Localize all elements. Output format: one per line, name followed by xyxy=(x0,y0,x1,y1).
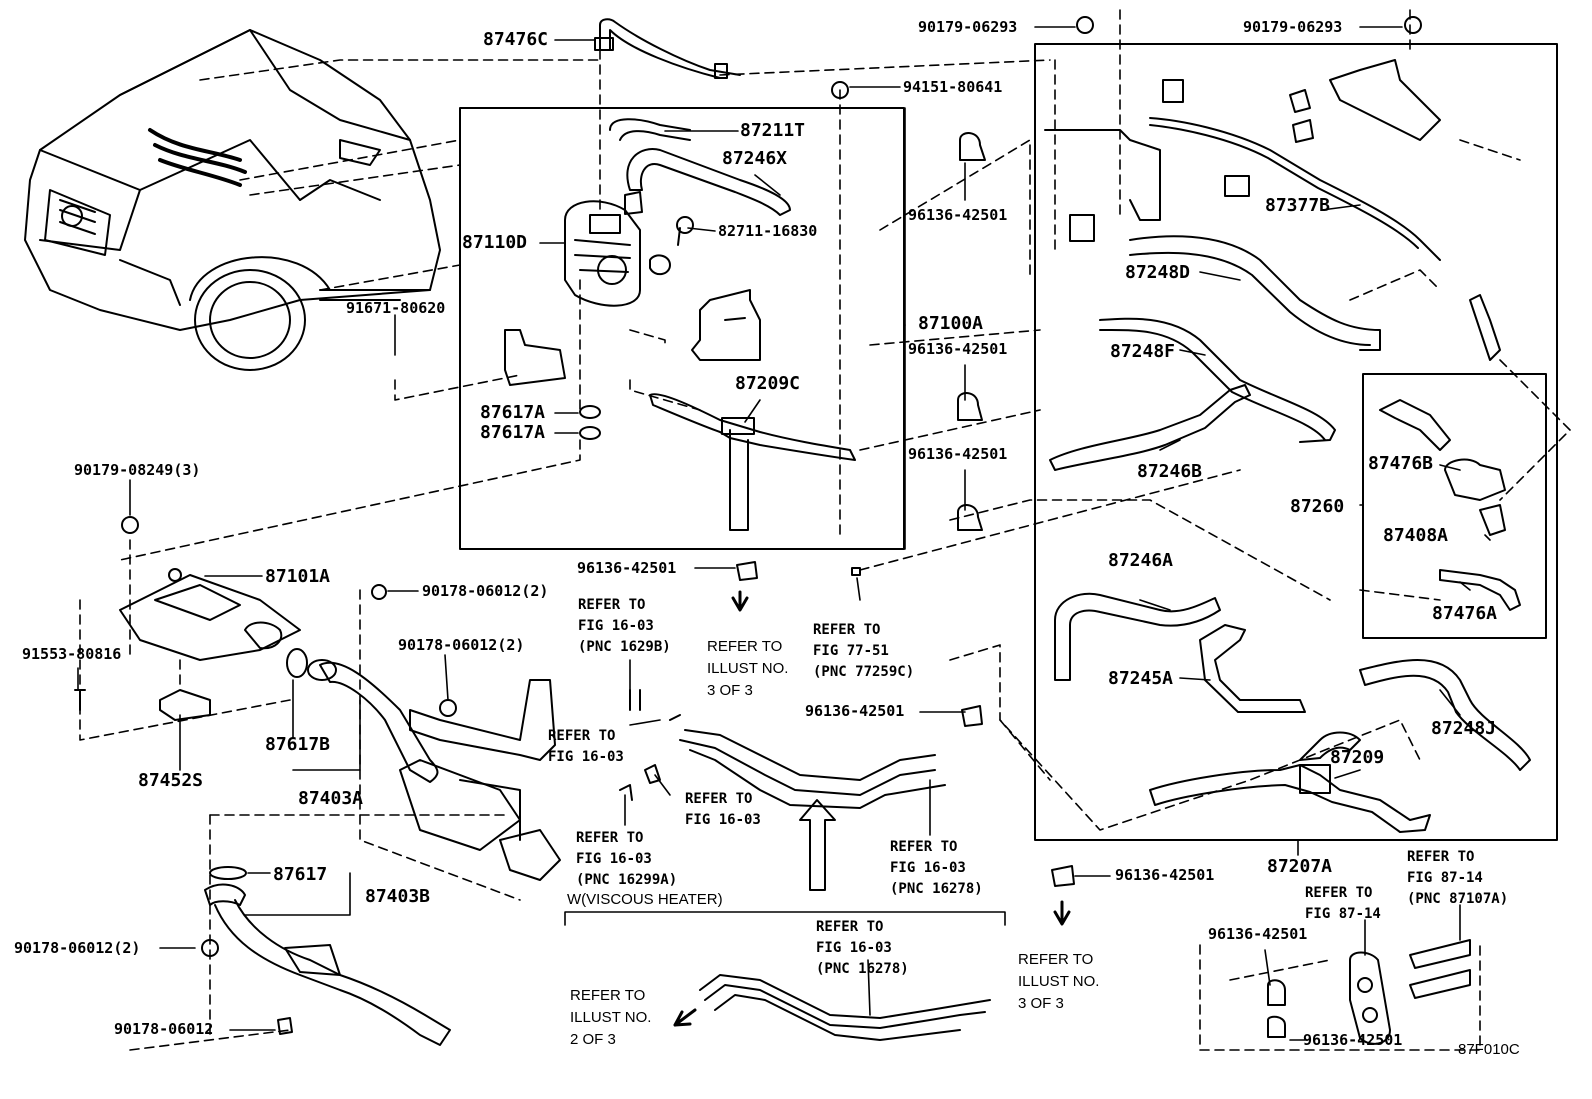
part-label-96136-42501-d: 96136-42501 xyxy=(577,559,677,577)
part-label-87211t: 87211T xyxy=(740,120,806,141)
part-label-90178-06012-a: 90178-06012(2) xyxy=(422,582,549,600)
part-label-87245a: 87245A xyxy=(1108,668,1174,689)
down-arrow-b xyxy=(1053,900,1071,926)
part-label-87617a-1: 87617A xyxy=(480,402,546,423)
viscous-heater-bracket xyxy=(564,911,1006,926)
part-label-87110d: 87110D xyxy=(462,232,528,253)
part-label-96136-42501-a: 96136-42501 xyxy=(908,206,1008,224)
part-label-87377b: 87377B xyxy=(1265,195,1331,216)
part-label-87209: 87209 xyxy=(1330,747,1385,768)
sub-assembly-parts xyxy=(1379,399,1521,611)
part-label-90178-06012: 90178-06012 xyxy=(114,1020,214,1038)
part-label-87403b: 87403B xyxy=(365,886,431,907)
part-label-87260: 87260 xyxy=(1290,496,1345,517)
part-label-96136-42501-f: 96136-42501 xyxy=(1115,866,1215,884)
part-label-94151-80641: 94151-80641 xyxy=(903,78,1003,96)
part-label-90179-08249: 90179-08249(3) xyxy=(74,461,201,479)
part-label-96136-42501-g: 96136-42501 xyxy=(1208,925,1308,943)
hose-assembly-box xyxy=(1034,43,1558,841)
ref-fig-16-03-16299a: REFER TO FIG 16-03 (PNC 16299A) xyxy=(576,830,678,888)
part-label-82711-16830: 82711-16830 xyxy=(718,222,818,240)
ref-fig-16-03-16278-b: REFER TO FIG 16-03 (PNC 16278) xyxy=(816,919,909,977)
part-label-87452s: 87452S xyxy=(138,770,204,791)
ref-fig-87-14-a: REFER TO FIG 87-14 xyxy=(1305,885,1381,922)
sub-assembly-box xyxy=(1362,373,1547,639)
part-label-87101a: 87101A xyxy=(265,566,331,587)
part-label-90178-06012-c: 90178-06012(2) xyxy=(14,939,141,957)
ref-illust-2-of-3: REFER TO ILLUST NO. 2 OF 3 xyxy=(570,987,652,1048)
part-label-87248f: 87248F xyxy=(1110,341,1176,362)
ref-illust-3-of-3-a: REFER TO ILLUST NO. 3 OF 3 xyxy=(707,638,789,699)
part-label-90179-06293-b: 90179-06293 xyxy=(1243,18,1343,36)
part-label-87408a: 87408A xyxy=(1383,525,1449,546)
ref-fig-77-51: REFER TO FIG 77-51 (PNC 77259C) xyxy=(813,622,915,680)
part-label-87248d: 87248D xyxy=(1125,262,1191,283)
part-label-90178-06012-b: 90178-06012(2) xyxy=(398,636,525,654)
diagram-code: 87F010C xyxy=(1458,1041,1520,1058)
part-label-91671-80620: 91671-80620 xyxy=(346,299,446,317)
ref-fig-16-03-b: REFER TO FIG 16-03 xyxy=(685,791,761,828)
part-label-87476c: 87476C xyxy=(483,29,549,50)
vehicle-illustration xyxy=(24,29,441,371)
part-label-96136-42501-e: 96136-42501 xyxy=(805,702,905,720)
part-label-87617b: 87617B xyxy=(265,734,331,755)
part-label-87476a: 87476A xyxy=(1432,603,1498,624)
bracket-middle xyxy=(409,679,556,761)
ref-illust-3-of-3-b: REFER TO ILLUST NO. 3 OF 3 xyxy=(1018,951,1100,1012)
down-arrow-a xyxy=(731,590,749,612)
part-label-96136-42501-c: 96136-42501 xyxy=(908,445,1008,463)
grommet-parts xyxy=(1349,939,1471,1045)
mount-bracket-87101a xyxy=(74,516,301,721)
part-label-87246b: 87246B xyxy=(1137,461,1203,482)
pipe-87403a xyxy=(286,584,561,881)
clamps xyxy=(736,16,1422,1038)
part-label-87246a: 87246A xyxy=(1108,550,1174,571)
ref-fig-16-03-1629b: REFER TO FIG 16-03 (PNC 1629B) xyxy=(578,597,671,655)
leader-lines xyxy=(79,9,1571,1051)
hoses-right xyxy=(1044,59,1531,833)
viscous-heater-label: W(VISCOUS HEATER) xyxy=(567,891,723,908)
part-label-87403a: 87403A xyxy=(298,788,364,809)
part-label-87209c: 87209C xyxy=(735,373,801,394)
part-label-87248j: 87248J xyxy=(1431,718,1497,739)
part-label-87476b: 87476B xyxy=(1368,453,1434,474)
part-label-87617: 87617 xyxy=(273,864,328,885)
label-leaders xyxy=(77,26,1491,1041)
viscous-heater-pipes xyxy=(699,974,991,1041)
part-label-87100a: 87100A xyxy=(918,313,984,334)
down-arrow-c xyxy=(673,1008,697,1027)
pipe-87403b xyxy=(201,866,451,1046)
part-label-87617a-2: 87617A xyxy=(480,422,546,443)
part-label-87207a: 87207A xyxy=(1267,856,1333,877)
part-label-91553-80816: 91553-80816 xyxy=(22,645,122,663)
part-label-90179-06293-a: 90179-06293 xyxy=(918,18,1018,36)
part-label-96136-42501-b: 96136-42501 xyxy=(908,340,1008,358)
heater-assembly-box xyxy=(459,107,905,550)
ref-fig-16-03-a: REFER TO FIG 16-03 xyxy=(548,728,624,765)
ref-fig-16-03-16278-a: REFER TO FIG 16-03 (PNC 16278) xyxy=(890,839,983,897)
water-pipes xyxy=(619,689,946,891)
part-label-87246x: 87246X xyxy=(722,148,788,169)
hose-87476c xyxy=(594,18,741,79)
heater-unit-87110d xyxy=(504,118,856,531)
part-label-96136-42501-h: 96136-42501 xyxy=(1303,1031,1403,1049)
ref-fig-87-14-b: REFER TO FIG 87-14 (PNC 87107A) xyxy=(1407,849,1509,907)
